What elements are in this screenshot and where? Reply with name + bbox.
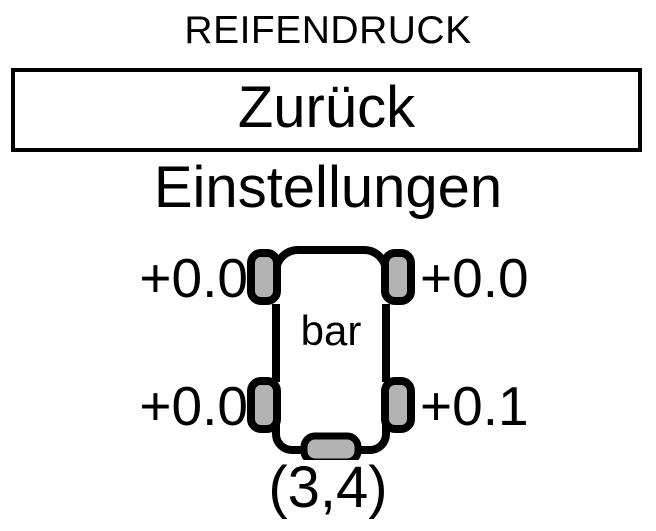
page-title: REIFENDRUCK: [184, 9, 472, 52]
car-top-view-icon: [243, 224, 419, 460]
rear-bumper-shape: [300, 432, 362, 460]
car-body-front-arch: [272, 246, 390, 286]
front-left-pressure-value[interactable]: +0.0: [139, 247, 248, 309]
axle-load-code: (3,4): [268, 455, 388, 520]
back-button-label: Zurück: [237, 75, 416, 140]
car-body-rear-right-corner: [357, 420, 390, 454]
settings-heading: Einstellungen: [153, 155, 503, 220]
front-right-tire-icon[interactable]: [381, 249, 415, 305]
front-right-pressure-value[interactable]: +0.0: [420, 247, 529, 309]
pressure-unit-label: bar: [300, 307, 362, 354]
rear-left-tire-icon[interactable]: [247, 377, 281, 433]
tire-pressure-layout: +0.0 +0.0 +0.0 +0.1: [0, 224, 656, 464]
front-left-tire-icon[interactable]: [247, 249, 281, 305]
car-body-rear-left-corner: [272, 420, 305, 454]
back-button[interactable]: Zurück: [11, 68, 642, 152]
rear-right-pressure-value[interactable]: +0.1: [420, 375, 529, 437]
rear-left-pressure-value[interactable]: +0.0: [139, 375, 248, 437]
rear-right-tire-icon[interactable]: [381, 377, 415, 433]
